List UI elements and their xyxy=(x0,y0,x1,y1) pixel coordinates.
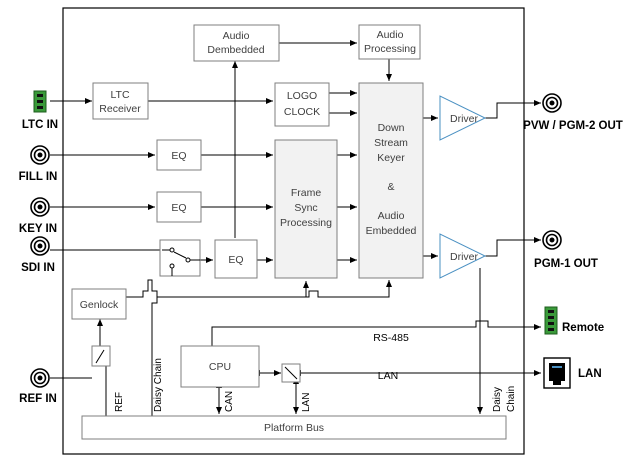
eq-key-block: EQ xyxy=(156,191,202,223)
sdi-input-switch xyxy=(159,239,201,277)
svg-text:Processing: Processing xyxy=(364,43,416,55)
cpu-block: CPU xyxy=(180,345,260,388)
audio-dembedded-block: Audio Dembedded xyxy=(193,24,280,62)
svg-text:Dembedded: Dembedded xyxy=(207,44,264,56)
pvw-out-label: PVW / PGM-2 OUT xyxy=(523,120,623,132)
svg-text:&: & xyxy=(387,181,394,193)
downstream-keyer-block: Down Stream Keyer & Audio Embedded xyxy=(358,82,424,279)
svg-text:LOGO: LOGO xyxy=(287,90,317,102)
svg-text:Sync: Sync xyxy=(294,202,317,214)
remote-terminal-icon xyxy=(544,306,558,335)
pgm1-out-bnc-icon xyxy=(542,230,562,250)
lan-wire-label: LAN xyxy=(378,370,398,382)
logo-clock-block: LOGO CLOCK xyxy=(274,82,330,127)
sdi-in-bnc-icon xyxy=(30,236,50,256)
svg-text:Audio: Audio xyxy=(223,30,250,42)
ref-in-label: REF IN xyxy=(19,393,57,405)
svg-text:EQ: EQ xyxy=(171,202,186,214)
key-in-label: KEY IN xyxy=(19,223,57,235)
svg-text:Keyer: Keyer xyxy=(377,152,405,164)
eq-sdi-block: EQ xyxy=(214,239,258,279)
svg-text:Stream: Stream xyxy=(374,137,408,149)
svg-text:Receiver: Receiver xyxy=(99,103,141,115)
daisy-chain-left-label: Daisy Chain xyxy=(153,358,164,412)
frame-sync-block: Frame Sync Processing xyxy=(274,139,338,279)
svg-text:Down: Down xyxy=(378,122,405,134)
svg-text:Audio: Audio xyxy=(378,210,405,222)
svg-text:LTC: LTC xyxy=(110,89,129,101)
lan-port-label: LAN xyxy=(578,368,602,380)
svg-text:CLOCK: CLOCK xyxy=(284,106,320,118)
ref-in-bnc-icon xyxy=(30,368,50,388)
sdi-in-label: SDI IN xyxy=(21,262,55,274)
svg-text:Genlock: Genlock xyxy=(80,299,119,311)
svg-text:Driver: Driver xyxy=(450,113,479,125)
ref-label: REF xyxy=(114,392,125,412)
ltc-terminal-icon xyxy=(33,90,47,113)
rs485-label: RS-485 xyxy=(373,332,409,344)
pgm1-out-label: PGM-1 OUT xyxy=(534,258,598,270)
lan-switch xyxy=(281,363,301,383)
svg-text:Frame: Frame xyxy=(291,187,321,199)
svg-text:Embedded: Embedded xyxy=(366,225,417,237)
genlock-block: Genlock xyxy=(71,288,127,320)
svg-text:Driver: Driver xyxy=(450,251,479,263)
can-label: CAN xyxy=(224,391,235,412)
svg-text:Audio: Audio xyxy=(377,29,404,41)
remote-label: Remote xyxy=(562,322,604,334)
svg-text:EQ: EQ xyxy=(228,254,243,266)
lan-vertical-label: LAN xyxy=(301,393,312,412)
svg-text:Platform Bus: Platform Bus xyxy=(264,422,324,434)
driver-pvw-block: Driver xyxy=(439,95,487,141)
platform-bus-block: Platform Bus xyxy=(81,415,507,440)
ltc-receiver-block: LTC Receiver xyxy=(92,82,149,120)
svg-text:Processing: Processing xyxy=(280,217,332,229)
signal-wires xyxy=(50,40,541,416)
audio-processing-block: Audio Processing xyxy=(358,24,421,60)
svg-text:EQ: EQ xyxy=(171,150,186,162)
svg-text:CPU: CPU xyxy=(209,361,231,373)
daisy-chain-right-label-2: Chain xyxy=(506,386,517,412)
daisy-chain-right-label-1: Daisy xyxy=(492,387,503,412)
fill-in-bnc-icon xyxy=(30,145,50,165)
pvw-out-bnc-icon xyxy=(542,93,562,113)
driver-pgm1-block: Driver xyxy=(439,233,487,279)
ltc-in-label: LTC IN xyxy=(22,119,58,131)
key-in-bnc-icon xyxy=(30,197,50,217)
ref-switch xyxy=(91,345,111,367)
eq-fill-block: EQ xyxy=(156,139,202,171)
lan-rj45-icon xyxy=(543,357,571,389)
fill-in-label: FILL IN xyxy=(19,171,58,183)
